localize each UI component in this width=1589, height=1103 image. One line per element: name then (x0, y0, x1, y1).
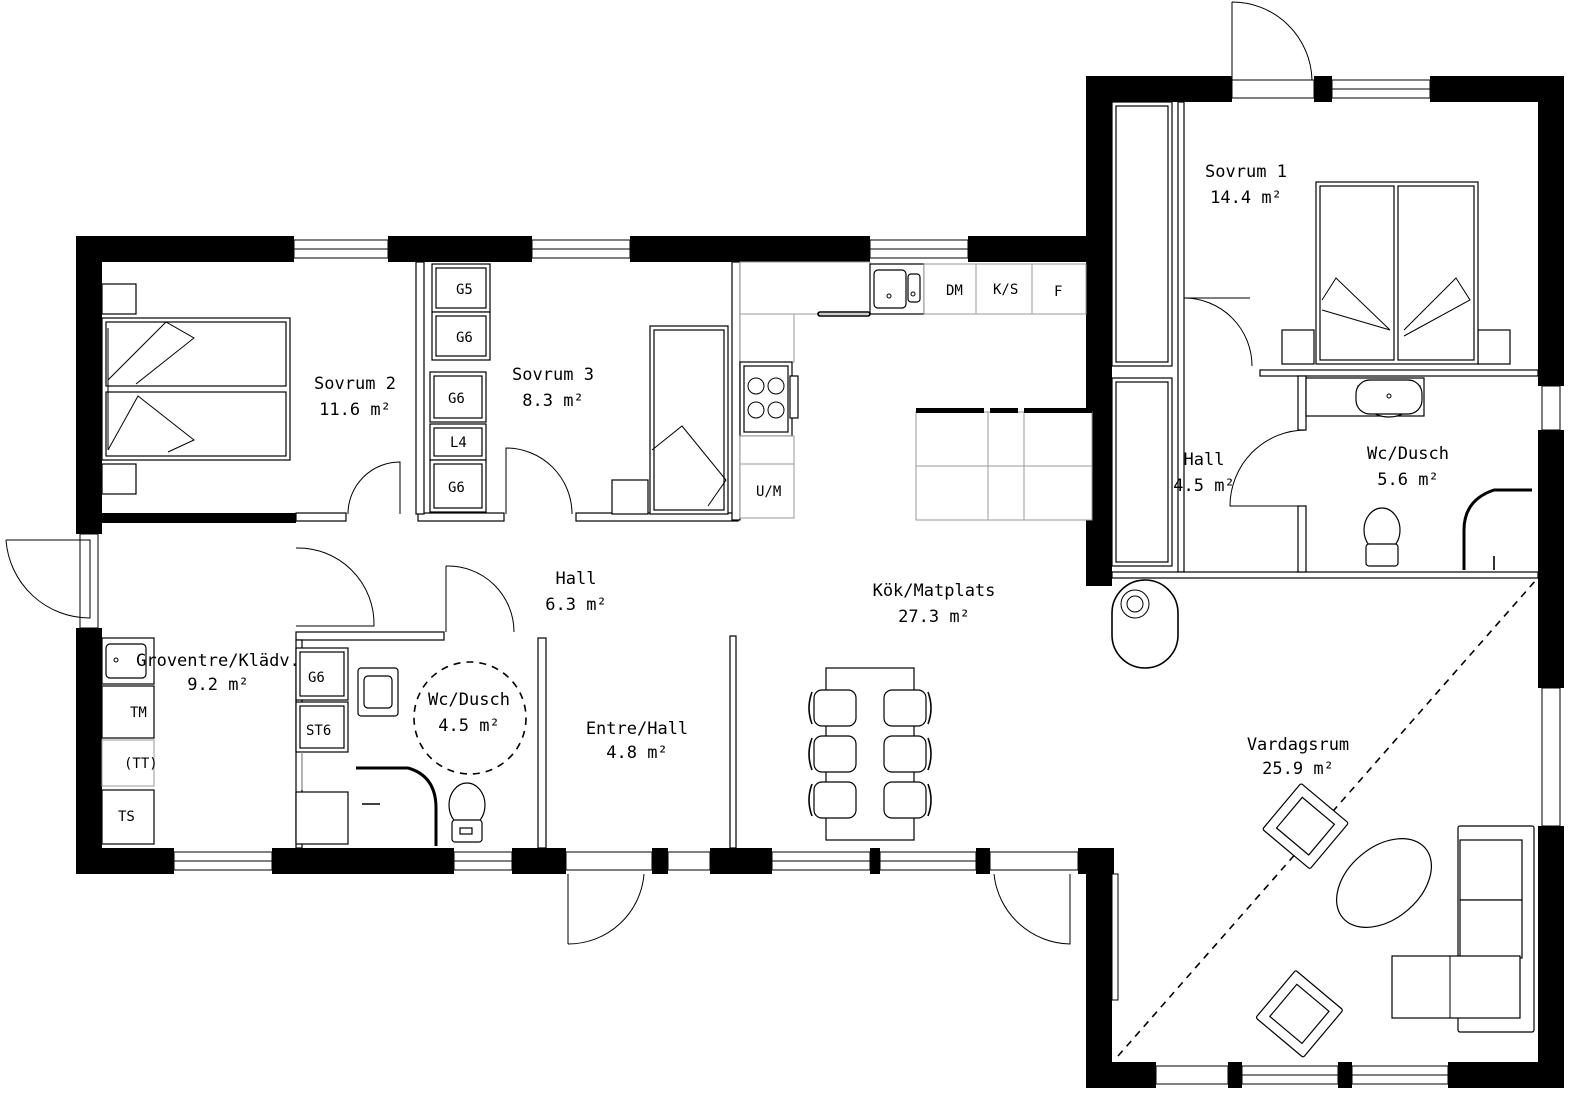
room-area-hall-center: 6.3 m² (545, 595, 606, 615)
room-name-sovrum-2: Sovrum 2 (314, 374, 396, 394)
bathroom-2 (1111, 377, 1532, 669)
doors (5, 1, 1313, 945)
fixture-dm: DM (946, 283, 963, 299)
room-area-groventre: 9.2 m² (187, 675, 248, 695)
room-name-entre-hall: Entre/Hall (586, 719, 688, 739)
dining-table (808, 667, 932, 841)
kitchen: DM K/S F U/M (739, 261, 1093, 521)
room-name-groventre: Groventre/Klädv. (136, 651, 300, 671)
fixture-tt: (TT) (124, 756, 158, 772)
fixture-tm: TM (130, 705, 147, 721)
living-room-furniture (1117, 579, 1537, 1058)
room-area-wc-dusch-1: 4.5 m² (438, 716, 499, 736)
room-name-hall-center: Hall (556, 569, 597, 589)
room-area-wc-dusch-2: 5.6 m² (1377, 470, 1438, 490)
fixture-ts: TS (118, 809, 135, 825)
room-name-sovrum-3: Sovrum 3 (512, 365, 594, 385)
room-area-sovrum-1: 14.4 m² (1210, 188, 1282, 208)
room-name-sovrum-1: Sovrum 1 (1205, 162, 1287, 182)
fixture-g6: G6 (448, 391, 465, 407)
fixture-g6: G6 (448, 480, 465, 496)
fixture-f: F (1054, 284, 1062, 300)
room-labels: Sovrum 2 11.6 m² Sovrum 3 8.3 m² Sovrum … (136, 162, 1449, 779)
room-name-hall-right: Hall (1184, 450, 1225, 470)
fixture-l4: L4 (450, 435, 467, 451)
room-area-entre-hall: 4.8 m² (606, 743, 667, 763)
interior-walls (102, 101, 1539, 849)
fixture-g6: G6 (456, 330, 473, 346)
room-name-vardagsrum: Vardagsrum (1247, 735, 1349, 755)
fixture-g6: G6 (308, 670, 325, 686)
room-name-kok-matplats: Kök/Matplats (873, 581, 996, 601)
closets: G5 G6 G6 L4 G6 G6 ST6 (295, 101, 1173, 845)
exterior-walls (76, 76, 1564, 1088)
room-area-kok-matplats: 27.3 m² (898, 607, 970, 627)
fixture-st6: ST6 (306, 723, 331, 739)
room-area-vardagsrum: 25.9 m² (1262, 759, 1334, 779)
fixture-g5: G5 (456, 282, 473, 298)
room-area-sovrum-3: 8.3 m² (522, 391, 583, 411)
room-name-wc-dusch-2: Wc/Dusch (1367, 444, 1449, 464)
room-area-sovrum-2: 11.6 m² (319, 400, 391, 420)
beds (101, 181, 1511, 515)
bathroom-1 (356, 661, 527, 846)
room-name-wc-dusch-1: Wc/Dusch (428, 690, 510, 710)
utility-room: TM (TT) TS (101, 637, 158, 845)
fixture-um: U/M (756, 484, 781, 500)
fixture-ks: K/S (993, 282, 1018, 298)
room-area-hall-right: 4.5 m² (1173, 476, 1234, 496)
